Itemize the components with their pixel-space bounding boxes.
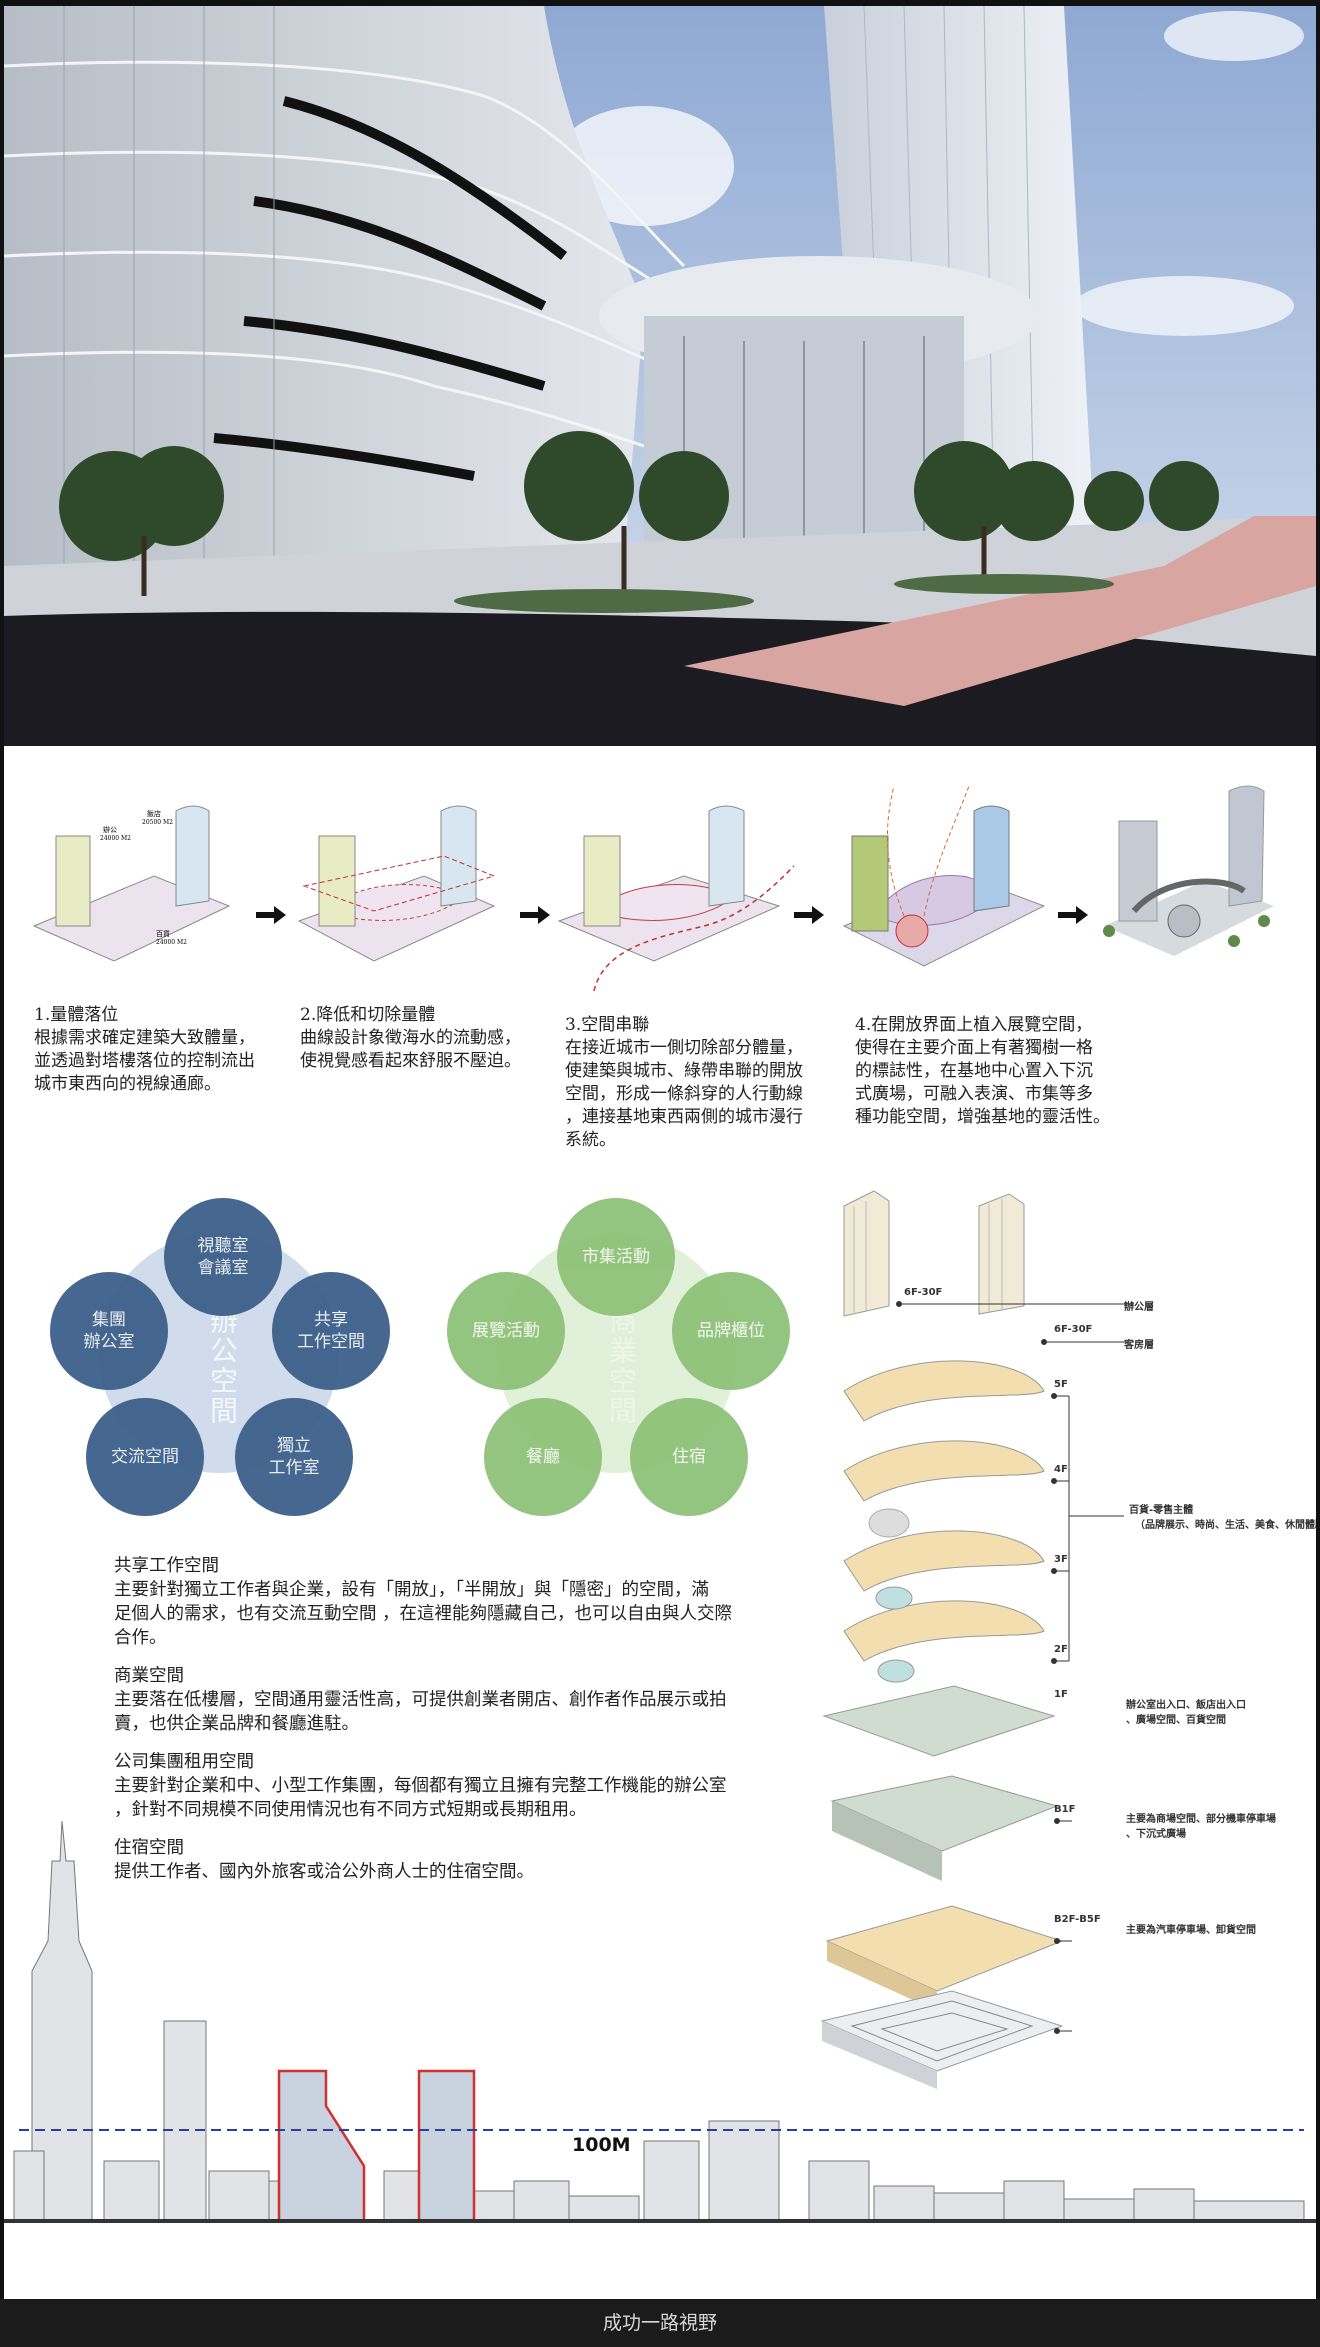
- floor-note-retail-title: 百貨-零售主體: [1129, 1505, 1194, 1516]
- desc-cowork-line-2: 足個人的需求，也有交流互動空間 ，在這裡能夠隱藏自己，也可以自由與人交際: [114, 1604, 733, 1624]
- step-4-line-1: 使得在主要介面上有著獨樹一格: [855, 1038, 1093, 1058]
- hero-render-image: [4, 6, 1316, 746]
- massing-step-4-drawing: [842, 785, 1046, 967]
- space-descriptions: 共享工作空間 主要針對獨立工作者與企業，設有「開放」，「半開放」與「隱密」的空間…: [114, 1554, 784, 1898]
- massing-step-1-drawing: 飯店 20500 M2 辦公 24000 M2 百貨 24000 M2: [32, 805, 231, 962]
- desc-cowork: 共享工作空間 主要針對獨立工作者與企業，設有「開放」，「半開放」與「隱密」的空間…: [114, 1554, 784, 1650]
- floor-note-retail-sub: （品牌展示、時尚、生活、美食、休閒體驗）: [1135, 1520, 1316, 1531]
- step-1-text: 1.量體落位 根據需求確定建築大致體量， 並透過對塔樓落位的控制流出 城市東西向…: [34, 1004, 255, 1096]
- arrow-4-icon: [1058, 906, 1088, 924]
- floor-note-office: 辦公層: [1124, 1302, 1154, 1313]
- desc-commerce-line-1: 主要落在低樓層，空間通用靈活性高，可提供創業者開店、創作者作品展示或拍: [114, 1690, 727, 1710]
- step-4-line-2: 的標誌性，在基地中心置入下沉: [855, 1061, 1093, 1081]
- step-1-line-1: 根據需求確定建築大致體量，: [34, 1028, 255, 1048]
- massing-label-hotel: 飯店: [147, 809, 161, 818]
- commerce-item-dining: 餐廳: [484, 1398, 602, 1516]
- commerce-item-brand: 品牌櫃位: [672, 1272, 790, 1390]
- floor-label-5f: 5F: [1054, 1379, 1068, 1390]
- massing-label-dept: 百貨: [156, 929, 170, 938]
- step-4-line-4: 種功能空間，增強基地的靈活性。: [855, 1107, 1110, 1127]
- massing-final-render: [1103, 785, 1274, 956]
- floor-note-guest: 客房層: [1124, 1340, 1154, 1351]
- floor-label-tower-b: 6F-30F: [1054, 1324, 1093, 1335]
- floor-label-b2-b5: B2F-B5F: [1054, 1914, 1101, 1925]
- caption-bar: 成功一路視野: [0, 2299, 1320, 2347]
- step-2-text: 2.降低和切除量體 曲線設計象徵海水的流動感， 使視覺感看起來舒服不壓迫。: [300, 1004, 521, 1073]
- step-2-title: 2.降低和切除量體: [300, 1005, 436, 1025]
- basement-floor-diagram: [820, 1775, 1072, 2089]
- arrow-2-icon: [520, 906, 550, 924]
- step-3-line-3: 空間，形成一條斜穿的人行動線: [565, 1084, 803, 1104]
- floor-note-retail: 百貨-零售主體 （品牌展示、時尚、生活、美食、休閒體驗）: [1129, 1503, 1316, 1533]
- office-item-cowork: 共享 工作空間: [272, 1272, 390, 1390]
- desc-cowork-line-3: 合作。: [114, 1628, 167, 1648]
- massing-label-office-area: 24000 M2: [100, 835, 131, 842]
- floor-note-b2-b5: 主要為汽車停車場、卸貨空間: [1126, 1925, 1256, 1936]
- commerce-item-lodging: 住宿: [630, 1398, 748, 1516]
- design-panel: 飯店 20500 M2 辦公 24000 M2 百貨 24000 M2: [4, 746, 1316, 2299]
- step-2-line-1: 曲線設計象徵海水的流動感，: [300, 1028, 521, 1048]
- step-3-text: 3.空間串聯 在接近城市一側切除部分體量， 使建築與城市、綠帶串聯的開放 空間，…: [565, 1014, 803, 1152]
- step-3-line-4: ，連接基地東西兩側的城市漫行: [565, 1107, 803, 1127]
- massing-label-dept-area: 24000 M2: [156, 939, 187, 946]
- step-1-line-2: 並透過對塔樓落位的控制流出: [34, 1051, 255, 1071]
- step-4-title: 4.在開放界面上植入展覽空間，: [855, 1015, 1093, 1035]
- commerce-center-label: 商業空間: [605, 1306, 638, 1426]
- massing-steps-diagram: 飯店 20500 M2 辦公 24000 M2 百貨 24000 M2: [32, 785, 1274, 992]
- floor-label-tower-a: 6F-30F: [904, 1287, 943, 1298]
- floor-note-1f-line-2: 、廣場空間、百貨空間: [1126, 1715, 1226, 1726]
- proposed-tower-office: [277, 2069, 366, 2223]
- desc-lodging-title: 住宿空間: [114, 1838, 184, 1858]
- commerce-item-market: 市集活動: [557, 1198, 675, 1316]
- desc-group-rental: 公司集團租用空間 主要針對企業和中、小型工作集團，每個都有獨立且擁有完整工作機能…: [114, 1750, 784, 1822]
- desc-group-rental-line-1: 主要針對企業和中、小型工作集團，每個都有獨立且擁有完整工作機能的辦公室: [114, 1776, 727, 1796]
- step-3-line-1: 在接近城市一側切除部分體量，: [565, 1038, 803, 1058]
- proposed-tower-hotel: [417, 2069, 476, 2223]
- arrow-1-icon: [256, 906, 286, 924]
- desc-lodging: 住宿空間 提供工作者、國內外旅客或洽公外商人士的住宿空間。: [114, 1836, 784, 1884]
- step-3-line-2: 使建築與城市、綠帶串聯的開放: [565, 1061, 803, 1081]
- step-2-line-2: 使視覺感看起來舒服不壓迫。: [300, 1051, 521, 1071]
- floor-label-b1: B1F: [1054, 1804, 1076, 1815]
- step-1-title: 1.量體落位: [34, 1005, 119, 1025]
- desc-cowork-line-1: 主要針對獨立工作者與企業，設有「開放」，「半開放」與「隱密」的空間，滿: [114, 1580, 709, 1600]
- floor-note-1f: 辦公室出入口、飯店出入口 、廣場空間、百貨空間: [1126, 1698, 1246, 1728]
- massing-step-2-drawing: [297, 805, 496, 962]
- floor-note-1f-line-1: 辦公室出入口、飯店出入口: [1126, 1700, 1246, 1711]
- floor-label-1f: 1F: [1054, 1689, 1068, 1700]
- skyline-section: [4, 1821, 1316, 2299]
- desc-group-rental-title: 公司集團租用空間: [114, 1752, 254, 1772]
- desc-cowork-title: 共享工作空間: [114, 1556, 219, 1576]
- floor-note-b1-line-2: 、下沉式廣場: [1126, 1829, 1186, 1840]
- step-4-text: 4.在開放界面上植入展覽空間， 使得在主要介面上有著獨樹一格 的標誌性，在基地中…: [855, 1014, 1110, 1129]
- floor-label-2f: 2F: [1054, 1644, 1068, 1655]
- step-1-line-3: 城市東西向的視線通廊。: [34, 1074, 221, 1094]
- office-item-av-room: 視聽室 會議室: [164, 1198, 282, 1316]
- massing-label-hotel-area: 20500 M2: [142, 819, 173, 826]
- height-label-100m: 100M: [572, 2134, 631, 2156]
- office-center-label: 辦公空間: [206, 1306, 239, 1426]
- commerce-item-exhibition: 展覽活動: [447, 1272, 565, 1390]
- desc-commerce-title: 商業空間: [114, 1666, 184, 1686]
- office-item-exchange: 交流空間: [86, 1398, 204, 1516]
- floor-label-3f: 3F: [1054, 1554, 1068, 1565]
- hero-render: [4, 6, 1316, 746]
- massing-label-office: 辦公: [103, 825, 117, 834]
- desc-commerce-line-2: 賣，也供企業品牌和餐廳進駐。: [114, 1714, 359, 1734]
- desc-group-rental-line-2: ，針對不同規模不同使用情況也有不同方式短期或長期租用。: [114, 1800, 587, 1820]
- office-item-group-office: 集團 辦公室: [50, 1272, 168, 1390]
- massing-step-3-drawing: [557, 805, 795, 992]
- floor-note-b1-line-1: 主要為商場空間、部分機車停車場: [1126, 1814, 1276, 1825]
- floor-note-b1: 主要為商場空間、部分機車停車場 、下沉式廣場: [1126, 1812, 1276, 1842]
- floor-label-4f: 4F: [1054, 1464, 1068, 1475]
- step-3-title: 3.空間串聯: [565, 1015, 650, 1035]
- step-3-line-5: 系統。: [565, 1130, 616, 1150]
- step-4-line-3: 式廣場，可融入表演、市集等多: [855, 1084, 1093, 1104]
- exploded-floor-diagram: [822, 1190, 1134, 1757]
- desc-lodging-line-1: 提供工作者、國內外旅客或洽公外商人士的住宿空間。: [114, 1862, 534, 1882]
- desc-commerce: 商業空間 主要落在低樓層，空間通用靈活性高，可提供創業者開店、創作者作品展示或拍…: [114, 1664, 784, 1736]
- arrow-3-icon: [794, 906, 824, 924]
- office-item-studio: 獨立 工作室: [235, 1398, 353, 1516]
